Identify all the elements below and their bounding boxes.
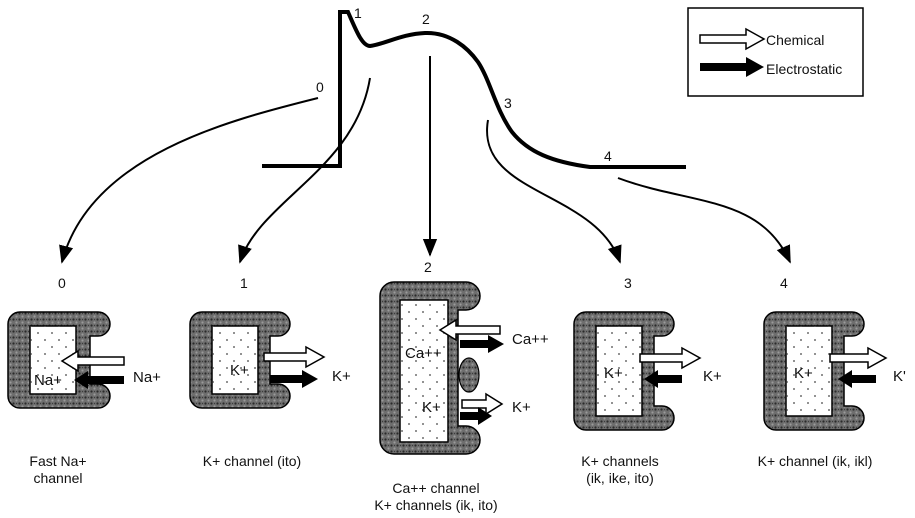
inside-ion-label-lower: K+ [422,399,441,416]
action-potential-trace: 0 1 2 3 4 [262,5,686,169]
cell-phase-numbers: 0 1 2 3 4 [58,259,788,291]
inside-ion-label-upper: Ca++ [405,345,442,362]
cell-phase-0: Na+ Na+ Fast Na+ channel [7,311,161,486]
legend: Chemical Electrostatic [687,7,864,97]
electrostatic-arrow-icon [270,370,318,388]
arrow-phase-0 [59,97,319,264]
chemical-arrow-icon [263,345,326,369]
cell-phase-2: 2 [424,259,432,275]
cell-cytoplasm [400,300,448,442]
cell-phase-3: K+ K+ K+ channels (ik, ike, ito) [573,311,722,486]
inside-ion-label: K+ [794,365,813,382]
cell-phase-2: Ca++ Ca++ K+ K+ Ca++ channel K+ channels… [374,281,549,513]
electrostatic-arrow-icon [644,370,682,388]
chemical-arrow-icon [60,349,125,373]
cell-phase-1: 1 [240,275,248,291]
legend-box [687,7,864,97]
outside-ion-label: Na+ [133,369,161,386]
cell-phase-1: K+ K+ K+ channel (ito) [189,311,351,469]
outside-ion-label: K+ [703,368,722,385]
outside-ion-label: K' [893,368,906,385]
sarcoplasmic-reticulum [458,357,480,393]
phase-label-3: 3 [504,95,512,111]
chemical-arrow-icon [829,346,888,370]
inside-ion-label: K+ [230,362,249,379]
electrostatic-arrow-icon [460,335,504,353]
outside-ion-label: K+ [332,368,351,385]
chemical-arrow-icon [639,346,702,370]
electrostatic-arrow-icon [700,57,764,77]
cell-caption-line1: K+ channel (ito) [203,453,301,469]
chemical-arrow-icon [461,392,504,416]
cell-phase-4: 4 [780,275,788,291]
phase-label-0: 0 [316,79,324,95]
cell-caption-line1: K+ channels [581,453,658,469]
cell-cytoplasm [596,326,642,416]
outside-ion-label-lower: K+ [512,399,531,416]
outside-ion-label-upper: Ca++ [512,331,549,348]
cell-caption-line1: Fast Na+ [29,453,86,469]
phase-label-4: 4 [604,148,612,164]
arrow-phase-1 [238,77,371,264]
cell-caption-line2: K+ channels (ik, ito) [374,497,497,513]
electrostatic-arrow-icon [838,370,876,388]
phase-label-1: 1 [354,5,362,21]
legend-chemical-label: Chemical [766,32,824,48]
cell-caption-line1: K+ channel (ik, ikl) [758,453,873,469]
cell-cytoplasm [786,326,832,416]
cell-caption-line1: Ca++ channel [392,480,479,496]
cell-phase-4: K+ K' K+ channel (ik, ikl) [758,311,906,469]
cell-phase-0: 0 [58,275,66,291]
legend-electrostatic-label: Electrostatic [766,61,842,77]
cell-caption-line2: channel [33,470,82,486]
chemical-arrow-icon [699,27,766,51]
chemical-arrow-icon [438,318,501,342]
arrow-phase-4 [617,177,791,264]
electrostatic-arrow-icon [460,407,492,425]
inside-ion-label: K+ [604,365,623,382]
phase-label-2: 2 [422,11,430,27]
cell-caption-line2: (ik, ike, ito) [586,470,654,486]
action-potential-curve [262,10,686,169]
electrostatic-arrow-icon [74,371,124,389]
cell-cytoplasm [212,326,258,394]
cell-phase-3: 3 [624,275,632,291]
inside-ion-label: Na+ [34,372,62,389]
phase-connector-arrows [59,56,791,264]
arrow-phase-3 [486,119,622,264]
